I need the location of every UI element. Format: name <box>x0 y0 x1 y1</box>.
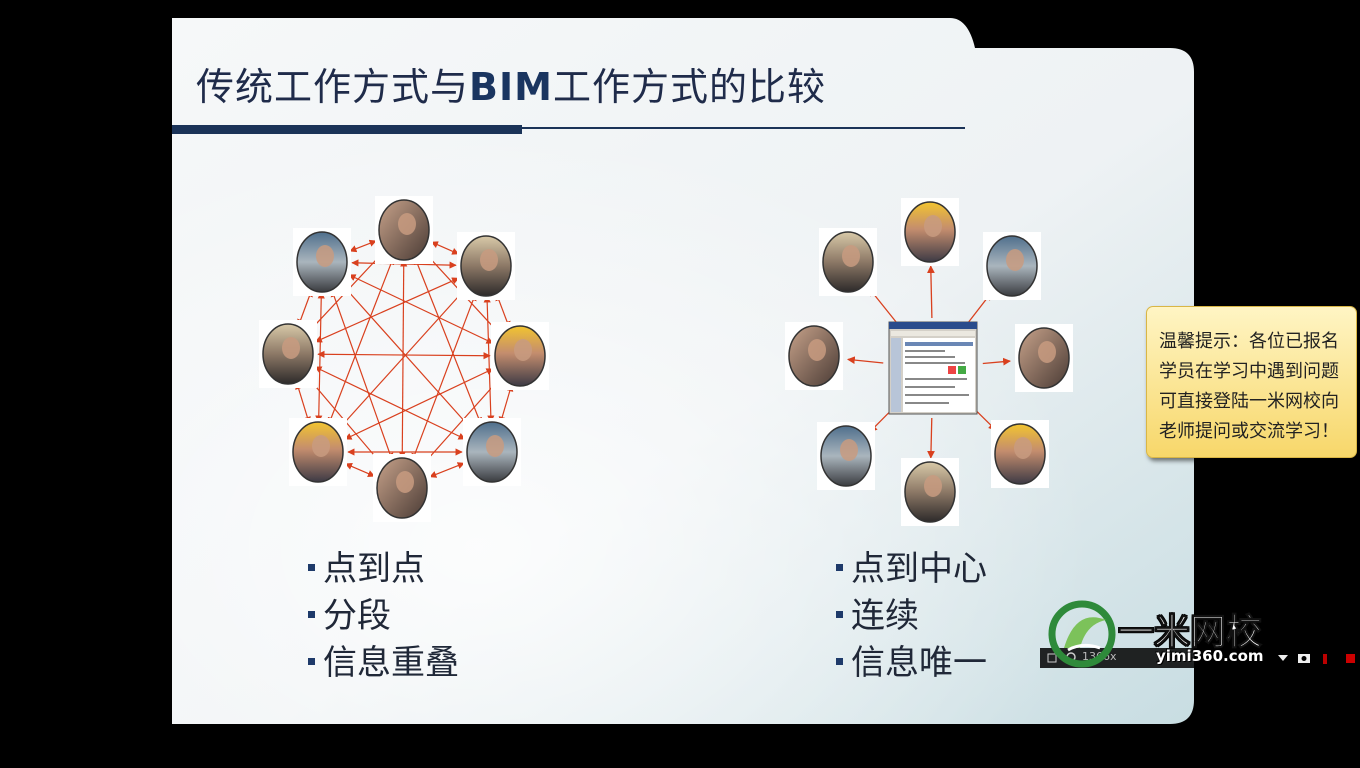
brand-url: yimi360.com <box>1156 647 1264 665</box>
connection-arrow <box>297 289 313 327</box>
left-connection-arrows <box>295 239 514 478</box>
person-photo <box>375 196 433 264</box>
person-photo <box>819 228 877 296</box>
person-photo <box>817 422 875 490</box>
person-photo <box>901 198 959 266</box>
window-icon[interactable] <box>1047 653 1057 663</box>
title-underline-thin <box>520 127 965 129</box>
connection-arrow <box>483 295 495 423</box>
person-photo <box>463 418 521 486</box>
person-photo <box>293 228 351 296</box>
person-photo <box>259 320 317 388</box>
left-people <box>259 196 549 522</box>
title-underline-thick <box>172 125 522 134</box>
bullet-square-icon <box>308 610 315 618</box>
connection-arrow <box>927 417 935 459</box>
bullet-square-icon <box>308 657 315 665</box>
central-software-screenshot <box>888 321 978 415</box>
connection-arrow <box>982 357 1011 366</box>
left-bullet-list: 点到点 分段 信息重叠 <box>308 546 459 687</box>
stop-icon[interactable] <box>1346 654 1355 663</box>
connection-arrow <box>341 283 473 431</box>
person-photo <box>991 420 1049 488</box>
right-bullet-list: 点到中心 连续 信息唯一 <box>836 546 987 687</box>
tip-note: 温馨提示：各位已报名学员在学习中遇到问题可直接登陆一米网校向老师提问或交流学习！ <box>1146 306 1357 458</box>
connection-arrow <box>330 289 394 461</box>
connection-arrow <box>927 265 935 319</box>
bullet-square-icon <box>836 563 843 571</box>
connection-arrow <box>295 381 311 425</box>
connection-arrow <box>344 463 376 477</box>
record-icon[interactable] <box>1323 654 1327 664</box>
person-photo <box>457 232 515 300</box>
person-photo <box>785 322 843 390</box>
bullet-square-icon <box>836 657 843 665</box>
person-photo <box>373 454 431 522</box>
connection-arrow <box>498 384 514 424</box>
connection-arrow <box>349 239 377 253</box>
brand-name: 一米网校 <box>1117 612 1263 654</box>
tip-text: 温馨提示：各位已报名学员在学习中遇到问题可直接登陆一米网校向老师提问或交流学习！ <box>1159 331 1339 442</box>
person-photo <box>1015 324 1073 392</box>
list-item: 信息唯一 <box>836 640 987 687</box>
chevron-down-icon[interactable] <box>1278 655 1288 661</box>
yimi-logo-icon <box>1048 600 1116 668</box>
list-item: 信息重叠 <box>308 640 459 687</box>
person-photo <box>289 418 347 486</box>
connection-arrow <box>430 241 460 255</box>
bullet-square-icon <box>308 563 315 571</box>
connection-arrow <box>847 356 884 364</box>
camera-icon[interactable] <box>1298 654 1310 663</box>
list-item: 分段 <box>308 593 459 640</box>
list-item: 点到中心 <box>836 546 987 593</box>
list-item: 点到点 <box>308 546 459 593</box>
right-people <box>785 198 1073 526</box>
person-photo <box>491 322 549 390</box>
connection-arrow <box>429 462 465 478</box>
page-title: 传统工作方式与BIM工作方式的比较 <box>196 65 826 109</box>
connection-arrow <box>315 291 325 423</box>
person-photo <box>983 232 1041 300</box>
person-photo <box>901 458 959 526</box>
list-item: 连续 <box>836 593 987 640</box>
bullet-square-icon <box>836 610 843 618</box>
